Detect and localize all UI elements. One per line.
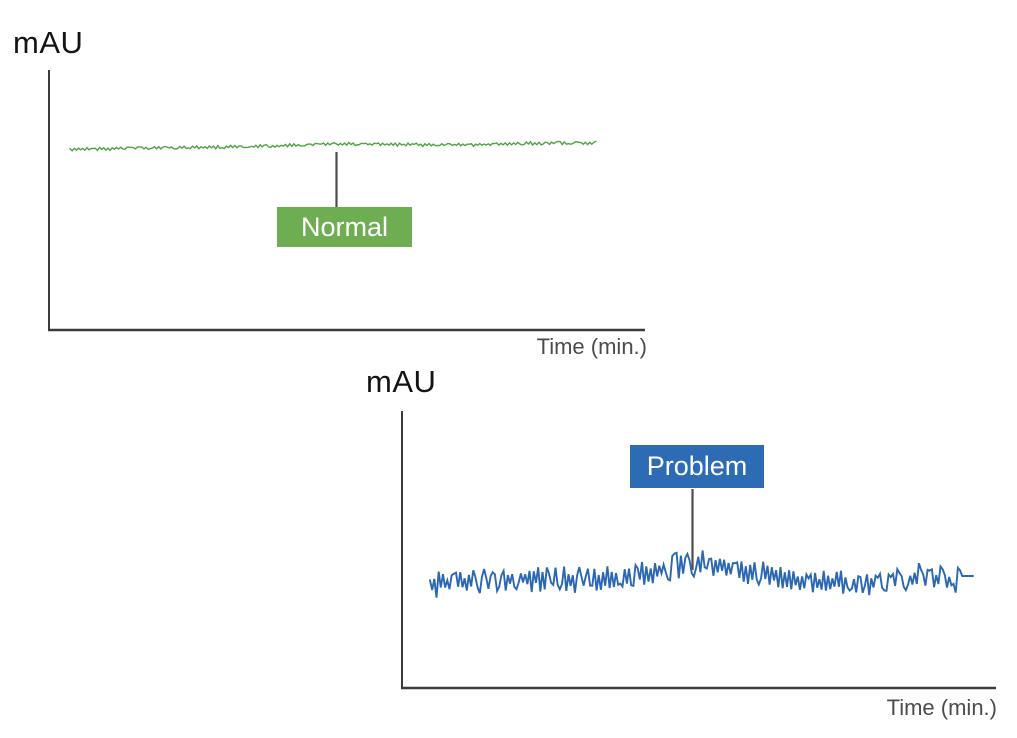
x-axis-label-top: Time (min.) bbox=[536, 334, 647, 359]
x-axis-label-bottom: Time (min.) bbox=[886, 695, 997, 720]
y-axis-label-top: mAU bbox=[13, 25, 84, 60]
annotation-problem-box: Problem bbox=[630, 445, 764, 488]
annotation-normal-label: Normal bbox=[300, 211, 388, 242]
problem-baseline-trace bbox=[429, 550, 974, 598]
annotation-problem-label: Problem bbox=[646, 451, 748, 481]
y-axis-label-bottom: mAU bbox=[366, 364, 437, 399]
annotation-normal-box: Normal bbox=[277, 207, 412, 247]
normal-baseline-trace bbox=[69, 140, 597, 152]
